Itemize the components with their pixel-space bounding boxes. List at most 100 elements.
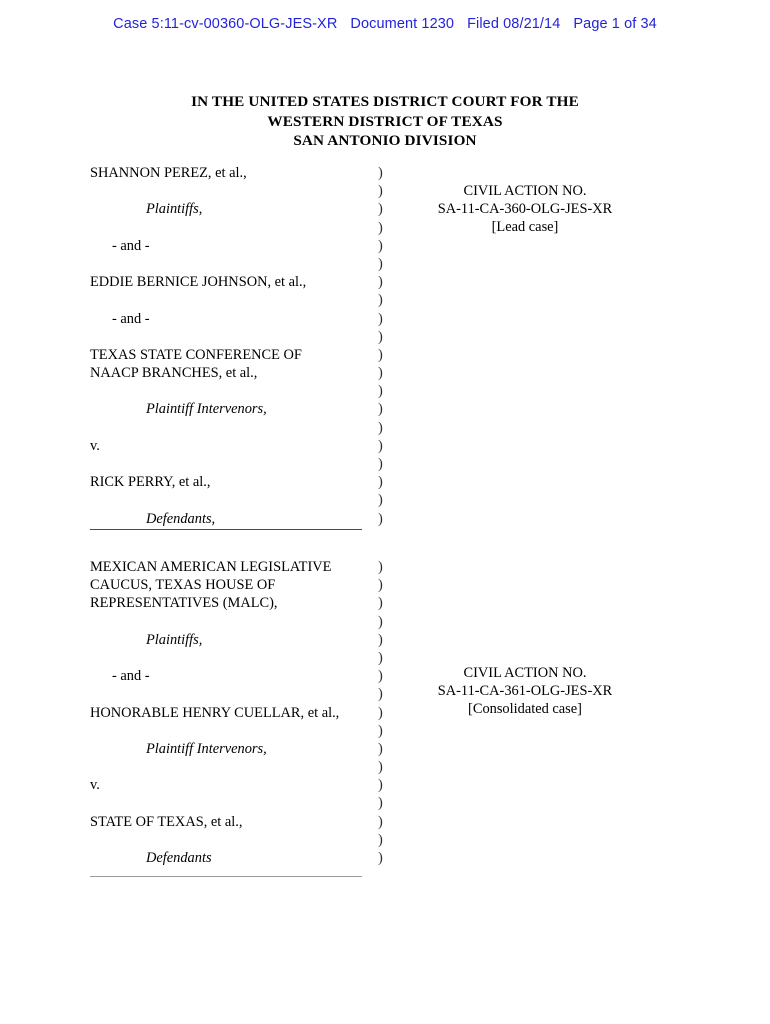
caption-row: ) (90, 382, 690, 400)
caption-party-text: Plaintiff Intervenors, (146, 401, 267, 418)
caption-paren-mark: ) (378, 795, 383, 812)
caption-row: ) (90, 613, 690, 631)
caption-party-text: - and - (112, 668, 150, 685)
caption-row: Plaintiffs,) (90, 200, 690, 218)
caption-row: NAACP BRANCHES, et al.,) (90, 364, 690, 382)
court-title-line-2: WESTERN DISTRICT OF TEXAS (267, 112, 503, 130)
caption-party-text: - and - (112, 310, 150, 327)
caption-paren-mark: ) (378, 328, 383, 345)
caption-party-text: Defendants (146, 850, 212, 866)
caption-paren-mark: ) (378, 419, 383, 436)
caption-party-text: RICK PERRY, et al., (90, 474, 211, 491)
caption-party-text: NAACP BRANCHES, et al., (90, 365, 258, 382)
caption-paren-mark: ) (378, 722, 383, 739)
caption-row: STATE OF TEXAS, et al.,) (90, 813, 690, 831)
caption-row: ) (90, 758, 690, 776)
caption-divider-rule (90, 876, 362, 877)
caption-paren-mark: ) (378, 383, 383, 400)
caption-party-text: - and - (112, 237, 150, 254)
caption-row: - and -) (90, 237, 690, 255)
caption-paren-mark: ) (378, 704, 383, 721)
caption-row: Plaintiff Intervenors,) (90, 740, 690, 758)
caption-row: Defendants,) (90, 510, 690, 528)
caption-block-consolidated-case: MEXICAN AMERICAN LEGISLATIVE)CAUCUS, TEX… (90, 558, 690, 867)
caption-paren-mark: ) (378, 510, 383, 527)
caption-party-text: EDDIE BERNICE JOHNSON, et al., (90, 274, 307, 291)
caption-paren-mark: ) (378, 365, 383, 382)
caption-paren-mark: ) (378, 613, 383, 630)
caption-row: Defendants) (90, 849, 690, 867)
caption-row: ) (90, 328, 690, 346)
civil-action-number: SA-11-CA-361-OLG-JES-XR (437, 683, 613, 700)
caption-paren-mark: ) (378, 401, 383, 418)
caption-paren-mark: ) (378, 668, 383, 685)
header-page-number: Page 1 of 34 (573, 16, 657, 32)
caption-row: ) (90, 794, 690, 812)
caption-party-text: Plaintiffs, (146, 201, 203, 218)
caption-row: EDDIE BERNICE JOHNSON, et al.,) (90, 273, 690, 291)
caption-party-text: HONORABLE HENRY CUELLAR, et al., (90, 704, 340, 721)
caption-paren-mark: ) (378, 759, 383, 776)
caption-paren-mark: ) (378, 631, 383, 648)
case-info-lead: CIVIL ACTION NO. SA-11-CA-360-OLG-JES-XR… (400, 182, 650, 237)
caption-row: MEXICAN AMERICAN LEGISLATIVE) (90, 558, 690, 576)
caption-row: HONORABLE HENRY CUELLAR, et al.,) (90, 704, 690, 722)
caption-paren-mark: ) (378, 740, 383, 757)
caption-row: ) (90, 491, 690, 509)
caption-paren-mark: ) (378, 831, 383, 848)
caption-block-lead-case: SHANNON PEREZ, et al.,))Plaintiffs,))- a… (90, 164, 690, 528)
case-status-note: [Consolidated case] (468, 701, 582, 718)
caption-party-text: v. (90, 437, 100, 454)
caption-row: ) (90, 831, 690, 849)
case-status-note: [Lead case] (491, 219, 559, 236)
caption-row: Plaintiffs,) (90, 631, 690, 649)
caption-row: RICK PERRY, et al.,) (90, 473, 690, 491)
caption-paren-mark: ) (378, 237, 383, 254)
caption-row: REPRESENTATIVES (MALC),) (90, 594, 690, 612)
caption-divider-rule (90, 529, 362, 530)
caption-paren-mark: ) (378, 292, 383, 309)
caption-party-text: REPRESENTATIVES (MALC), (90, 595, 278, 612)
caption-party-text: Defendants, (146, 510, 216, 527)
caption-paren-mark: ) (378, 274, 383, 291)
caption-row: Plaintiff Intervenors,) (90, 400, 690, 418)
caption-row: - and -) (90, 310, 690, 328)
caption-paren-mark: ) (378, 310, 383, 327)
caption-paren-mark: ) (378, 219, 383, 236)
caption-party-text: MEXICAN AMERICAN LEGISLATIVE (90, 559, 332, 575)
civil-action-label: CIVIL ACTION NO. (463, 183, 587, 199)
caption-paren-mark: ) (378, 255, 383, 272)
caption-party-text: TEXAS STATE CONFERENCE OF (90, 346, 302, 363)
caption-row: ) (90, 182, 690, 200)
caption-paren-mark: ) (378, 577, 383, 594)
court-title: IN THE UNITED STATES DISTRICT COURT FOR … (0, 92, 770, 151)
caption-paren-mark: ) (378, 437, 383, 454)
caption-paren-mark: ) (378, 813, 383, 830)
caption-paren-mark: ) (378, 346, 383, 363)
case-info-consolidated: CIVIL ACTION NO. SA-11-CA-361-OLG-JES-XR… (400, 664, 650, 719)
caption-row: CAUCUS, TEXAS HOUSE OF) (90, 576, 690, 594)
caption-row: ) (90, 649, 690, 667)
header-document-number: Document 1230 (350, 16, 455, 32)
caption-party-text: Plaintiffs, (146, 631, 203, 648)
caption-row: ) (90, 685, 690, 703)
caption-party-text: Plaintiff Intervenors, (146, 740, 267, 757)
caption-row: SHANNON PEREZ, et al.,) (90, 164, 690, 182)
civil-action-label: CIVIL ACTION NO. (463, 665, 587, 681)
caption-paren-mark: ) (378, 201, 383, 218)
caption-paren-mark: ) (378, 777, 383, 794)
civil-action-number: SA-11-CA-360-OLG-JES-XR (437, 201, 613, 218)
caption-paren-mark: ) (378, 456, 383, 472)
caption-party-text: v. (90, 777, 100, 794)
caption-paren-mark: ) (378, 649, 383, 666)
caption-paren-mark: ) (378, 850, 383, 866)
caption-party-text: STATE OF TEXAS, et al., (90, 813, 243, 830)
caption-row: ) (90, 255, 690, 273)
caption-paren-mark: ) (378, 595, 383, 612)
caption-row: v.) (90, 437, 690, 455)
caption-paren-mark: ) (378, 686, 383, 703)
caption-row: v.) (90, 776, 690, 794)
caption-row: TEXAS STATE CONFERENCE OF) (90, 346, 690, 364)
